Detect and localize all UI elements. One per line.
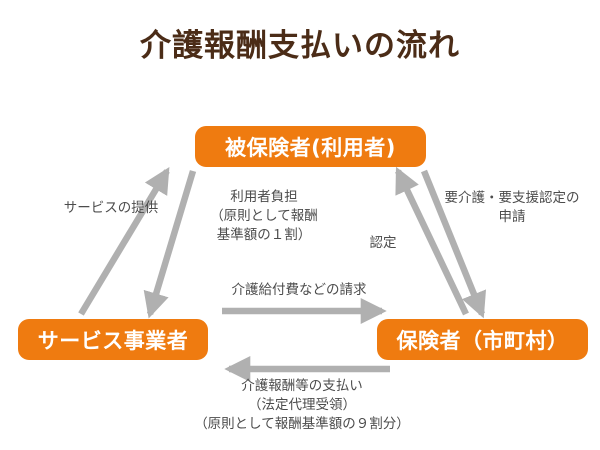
label-benefit-claim: 介護給付費などの請求: [196, 281, 402, 300]
node-insured-person-label: 被保険者(利用者): [225, 135, 396, 160]
label-remuneration-payment-line3: （原則として報酬基準額の９割分）: [194, 416, 410, 433]
label-user-copayment-line3: 基準額の１割）: [216, 227, 312, 244]
label-certification: 認定: [345, 234, 421, 253]
page-title: 介護報酬支払いの流れ: [140, 28, 460, 64]
arrow-user-copayment: [143, 170, 197, 319]
node-insurer-municipality-label: 保険者（市町村）: [396, 328, 569, 353]
label-user-copayment-line2: （原則として報酬: [210, 208, 318, 225]
node-insurer-municipality: 保険者（市町村）: [377, 319, 588, 360]
node-service-provider-label: サービス事業者: [37, 328, 189, 353]
label-certification-application-line1: 要介護・要支援認定の: [444, 190, 580, 206]
label-remuneration-payment-line1: 介護報酬等の支払い: [241, 378, 363, 394]
arrow-service-provision: [78, 166, 170, 316]
node-service-provider: サービス事業者: [18, 319, 208, 360]
label-certification-application: 要介護・要支援認定の 申請: [432, 189, 592, 227]
label-service-provision-line1: サービスの提供: [63, 200, 159, 216]
label-remuneration-payment: 介護報酬等の支払い （法定代理受領） （原則として報酬基準額の９割分）: [152, 377, 452, 434]
label-user-copayment-line1: 利用者負担: [230, 189, 298, 205]
arrow-certification-application: [420, 169, 487, 319]
label-certification-application-line2: 申請: [498, 209, 526, 226]
arrow-certification: [395, 166, 469, 316]
label-certification-line1: 認定: [369, 235, 397, 251]
label-service-provision: サービスの提供: [36, 199, 186, 218]
node-insured-person: 被保険者(利用者): [195, 126, 426, 167]
label-remuneration-payment-line2: （法定代理受領）: [248, 397, 356, 414]
label-benefit-claim-line1: 介護給付費などの請求: [231, 282, 367, 298]
label-user-copayment: 利用者負担 （原則として報酬 基準額の１割）: [196, 188, 332, 245]
